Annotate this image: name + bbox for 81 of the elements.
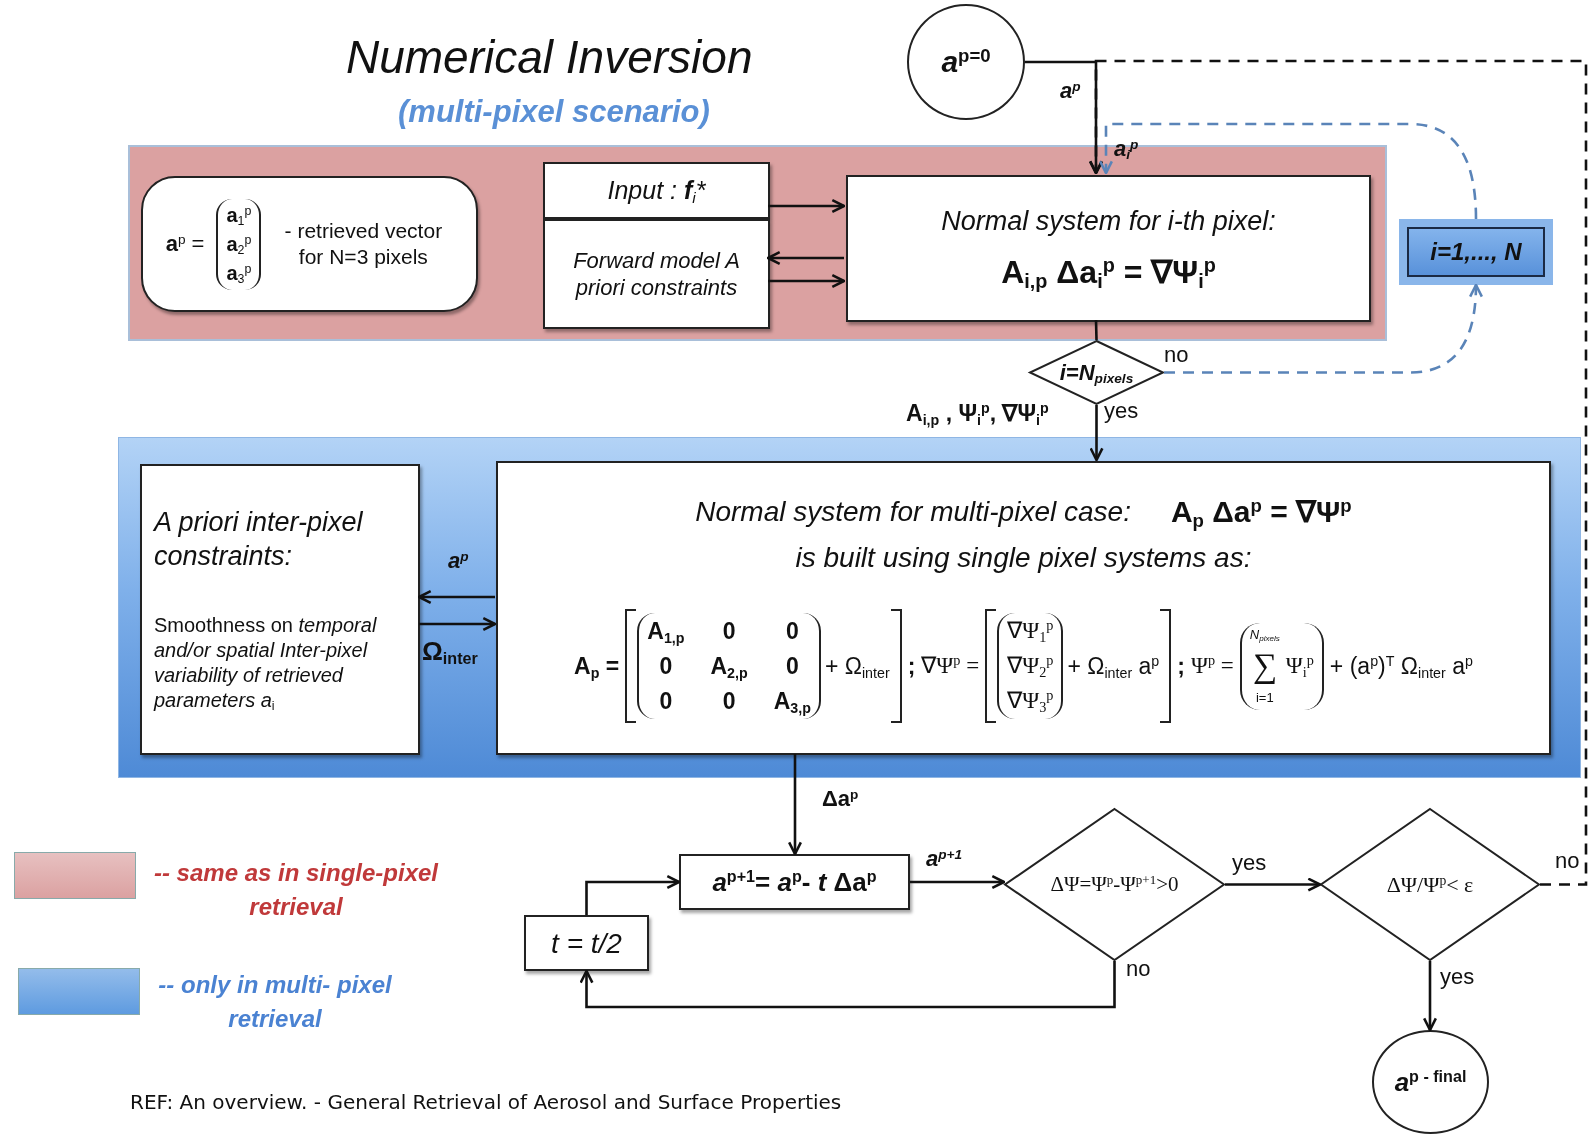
edge-label: yes <box>1232 850 1267 876</box>
process-box <box>496 461 1551 755</box>
node-text: i=N$_{pixels}$ <box>1059 358 1134 387</box>
input-box <box>543 162 770 219</box>
formula-term: ; <box>907 651 916 681</box>
dashed-arrow <box>1164 283 1483 374</box>
dashed-arrow <box>1088 59 1588 886</box>
legend-text: -- only in multi- pixel retrieval <box>157 970 393 1034</box>
process-box <box>846 175 1371 322</box>
formula: a$^{p+1}$= a$^{p}$- t Δa$^{p}$ <box>712 865 877 899</box>
node-text: i=1,..., N <box>1430 237 1522 267</box>
arrow <box>579 961 1116 1009</box>
node-text: Forward model A priori constraints <box>572 246 741 302</box>
matrix-entry: 0 <box>659 686 673 716</box>
node-title: Input : f$_{i}$* <box>607 174 706 207</box>
diagram-subtitle: (multi-pixel scenario) <box>398 94 710 130</box>
formula-term: i=1 <box>1255 689 1274 706</box>
edge-label: no <box>1555 848 1580 874</box>
model-box <box>543 219 770 329</box>
process-box <box>524 915 649 971</box>
diagram-title: Numerical Inversion <box>346 30 753 84</box>
node-title: A priori inter-pixel constraints: <box>154 505 364 573</box>
formula-term: a$^{p}$ = <box>165 230 205 258</box>
arrow <box>417 589 495 605</box>
edge-label: no <box>1126 956 1151 982</box>
matrix-entry: A$_{2,p}$ <box>710 651 748 681</box>
arrow <box>910 874 1006 890</box>
edge-label: a$^{p}$ <box>1060 78 1081 104</box>
constraints-box <box>140 464 420 755</box>
arrow <box>1089 405 1104 462</box>
edge-label: a$^{p+1}$ <box>926 846 963 872</box>
arrow <box>768 198 846 214</box>
arrow <box>585 874 681 915</box>
formula-term: + Ω$_{inter}$ <box>824 651 890 681</box>
node-text: Smoothness on temporal and/or spatial Inter-pixel variability of retrieved parameters a$_{i}$ <box>154 613 378 714</box>
arrow <box>787 754 803 856</box>
decision-diamond <box>1320 808 1540 961</box>
arrow <box>1225 877 1322 892</box>
matrix-entry: 0 <box>659 651 673 681</box>
edge-label: no <box>1164 342 1189 368</box>
edge-label: yes <box>1104 398 1139 424</box>
formula: t = t/2 <box>551 926 622 961</box>
node-title: Normal system for i-th pixel: <box>941 204 1276 238</box>
edge-label: yes <box>1440 964 1475 990</box>
matrix-entry: A$_{3,p}$ <box>773 686 811 716</box>
edge-label: a$^{p}$ <box>448 548 469 574</box>
dashed-arrow <box>1098 122 1478 220</box>
formula-term: + Ω$_{inter}$ a$^{p}$ <box>1067 651 1160 681</box>
node-text: - retrieved vector for N=3 pixels <box>283 217 444 270</box>
formula-term: ; <box>1177 651 1185 681</box>
arrow <box>419 616 497 632</box>
edge-label: Δa$^{p}$ <box>822 786 859 812</box>
arrow <box>768 273 846 289</box>
decision-diamond <box>1004 808 1225 961</box>
matrix-entry: A$_{1,p}$ <box>647 617 685 646</box>
formula-term: + (a$^{p}$)$^{T}$ Ω$_{inter}$ a$^{p}$ <box>1329 651 1473 681</box>
node-text: a$^{p - final}$ <box>1394 1065 1467 1099</box>
matrix-entry: 0 <box>722 686 736 716</box>
arrow <box>1422 961 1438 1032</box>
vector-box <box>141 176 478 312</box>
edge-label: Ω$_{inter}$ <box>422 636 478 667</box>
node-text: is built using single pixel systems as: <box>795 541 1252 576</box>
formula: ΔΨ=Ψ$^{p}$-Ψ$^{p+1}$>0 <box>1050 871 1179 898</box>
formula-term: A$_{p}$ = <box>574 651 620 681</box>
formula-term: N$_{pixels}$ <box>1249 626 1280 643</box>
node-text: a$^{p=0}$ <box>941 44 991 81</box>
formula-term: ∇Ψ$^{p}$ = <box>921 651 980 680</box>
process-box <box>679 854 910 910</box>
formula: A$_{p}$ Δa$^{p}$ = ∇Ψ$^{p}$ <box>1170 493 1352 531</box>
matrix-entry: 0 <box>785 617 799 646</box>
formula: ΔΨ/Ψ$^{p}$< ε <box>1386 870 1474 899</box>
arrow <box>766 250 844 266</box>
node-title: Normal system for multi-pixel case: <box>695 494 1131 529</box>
reference-note: REF: An overview. - General Retrieval of Aerosol and Surface Properties <box>130 1090 842 1114</box>
sum-sign: ∑ <box>1252 646 1277 686</box>
loop-counter-box <box>1399 219 1553 285</box>
legend-text: -- same as in single-pixel retrieval <box>152 858 440 922</box>
matrix-entry: 0 <box>785 651 799 681</box>
matrix-entry: 0 <box>722 617 736 646</box>
formula-term: Ψ$^{p}$ = <box>1190 651 1234 680</box>
multi-pixel-band <box>118 437 1581 778</box>
